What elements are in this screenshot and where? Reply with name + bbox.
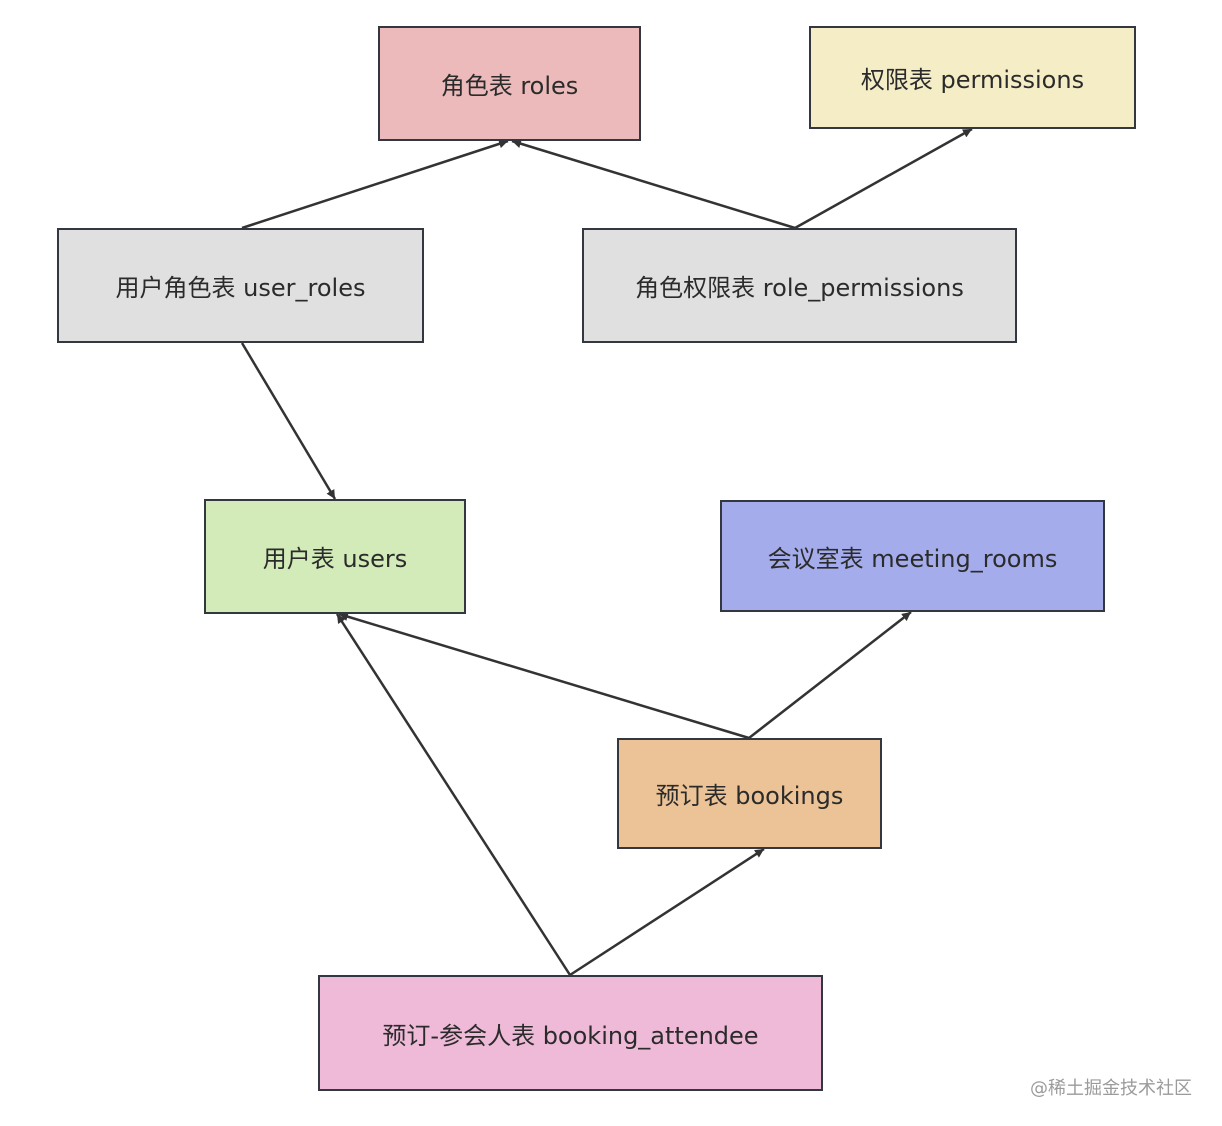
edge-role-permissions-to-roles: [511, 139, 796, 230]
node-roles[interactable]: 角色表 roles: [378, 26, 641, 141]
node-booking-attendee[interactable]: 预订-参会人表 booking_attendee: [318, 975, 823, 1091]
node-bookings[interactable]: 预订表 bookings: [617, 738, 882, 849]
edge-role-permissions-to-permissions: [794, 127, 973, 230]
watermark: @稀土掘金技术社区: [1030, 1078, 1192, 1099]
edge-bookings-to-meeting-rooms: [748, 611, 912, 739]
node-users[interactable]: 用户表 users: [204, 499, 466, 614]
edge-user-roles-to-users: [240, 342, 337, 500]
edge-user-roles-to-roles: [241, 139, 509, 230]
node-role-permissions[interactable]: 角色权限表 role_permissions: [582, 228, 1017, 343]
edge-attendee-to-users: [335, 613, 572, 976]
edge-attendee-to-bookings: [569, 847, 765, 977]
edge-bookings-to-users: [338, 612, 750, 740]
node-permissions[interactable]: 权限表 permissions: [809, 26, 1136, 129]
node-meeting-rooms[interactable]: 会议室表 meeting_rooms: [720, 500, 1105, 612]
node-user-roles[interactable]: 用户角色表 user_roles: [57, 228, 424, 343]
